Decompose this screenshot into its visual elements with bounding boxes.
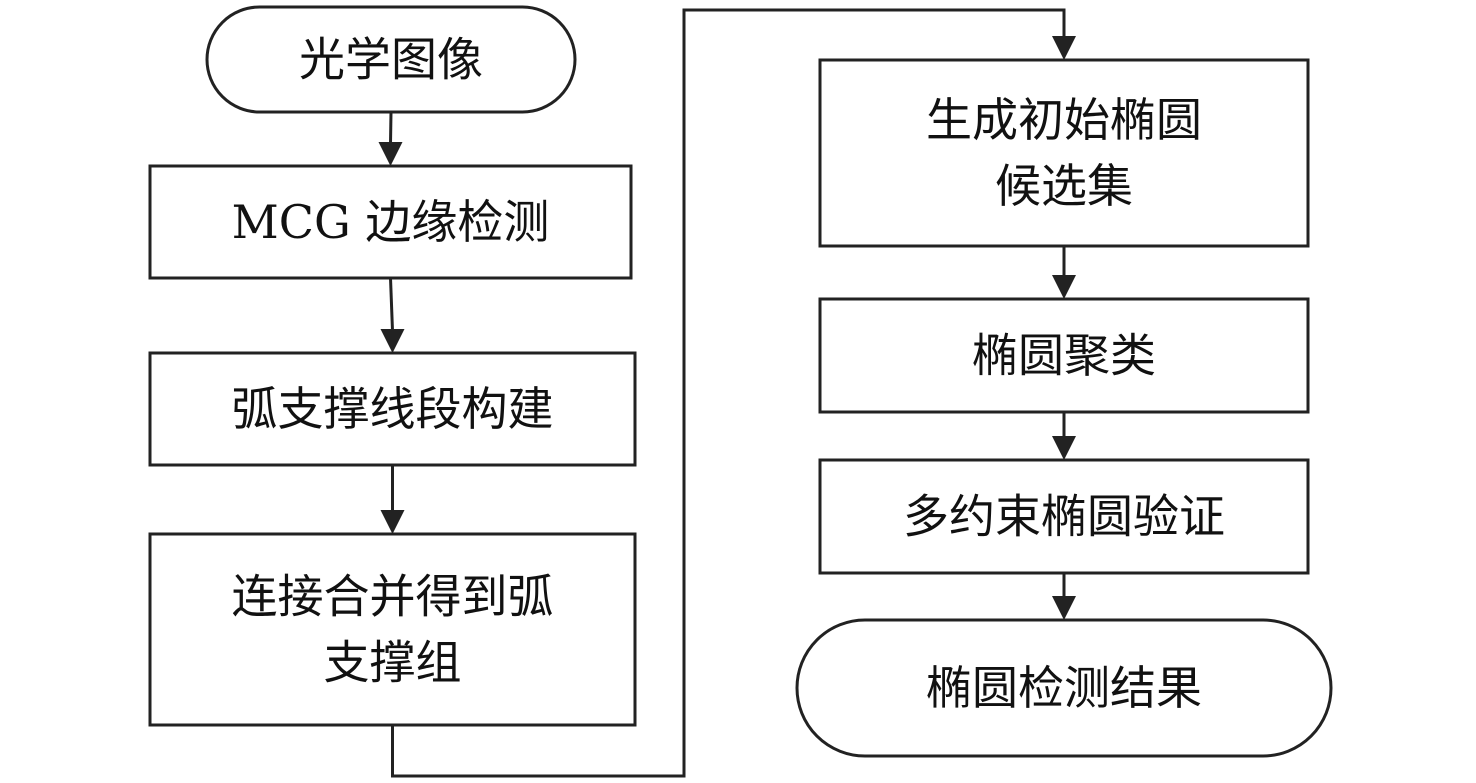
arrow-head: [1052, 275, 1076, 299]
process-box: [818, 297, 1310, 414]
node-label: 光学图像: [299, 33, 483, 87]
connector-line: [389, 111, 393, 145]
node-label: 椭圆检测结果: [926, 661, 1202, 715]
node-n3: 弧支撑线段构建: [148, 351, 637, 467]
connector-n5-n6: [1052, 246, 1076, 299]
process-box: [148, 532, 637, 727]
arrow-head: [380, 329, 405, 353]
node-n7: 多约束椭圆验证: [818, 458, 1310, 575]
node-label: 椭圆聚类: [972, 329, 1156, 383]
process-box: [148, 164, 633, 280]
arrow-head: [380, 510, 405, 534]
node-label: 弧支撑线段构建: [232, 382, 554, 436]
arrow-head: [1052, 36, 1076, 60]
node-n1: 光学图像: [205, 5, 577, 114]
process-box: [818, 58, 1310, 248]
arrow-head: [1052, 596, 1076, 620]
connector-n6-n7: [1052, 412, 1076, 460]
process-box: [148, 351, 637, 467]
node-n6: 椭圆聚类: [818, 297, 1310, 414]
node-label: 多约束椭圆验证: [903, 490, 1225, 544]
connector-n2-n3: [380, 277, 405, 353]
node-label: 候选集: [995, 159, 1133, 213]
terminal-shape: [795, 618, 1333, 758]
node-label: MCG 边缘检测: [232, 195, 550, 249]
process-box: [818, 458, 1310, 575]
connector-n1-n2: [378, 111, 403, 166]
node-label: 连接合并得到弧: [232, 570, 554, 624]
connector-n4-n5: [391, 8, 1076, 778]
node-n2: MCG 边缘检测: [148, 164, 633, 280]
connector-n3-n4: [380, 465, 405, 534]
connector-n7-n8: [1052, 573, 1076, 620]
arrow-head: [378, 142, 403, 166]
node-label: 支撑组: [324, 636, 462, 690]
connector-line: [389, 277, 394, 332]
node-label: 生成初始椭圆: [926, 93, 1202, 147]
connectors: [378, 8, 1076, 778]
connector-line: [391, 8, 1066, 778]
node-n8: 椭圆检测结果: [795, 618, 1333, 758]
arrow-head: [1052, 436, 1076, 460]
terminal-shape: [205, 5, 577, 114]
